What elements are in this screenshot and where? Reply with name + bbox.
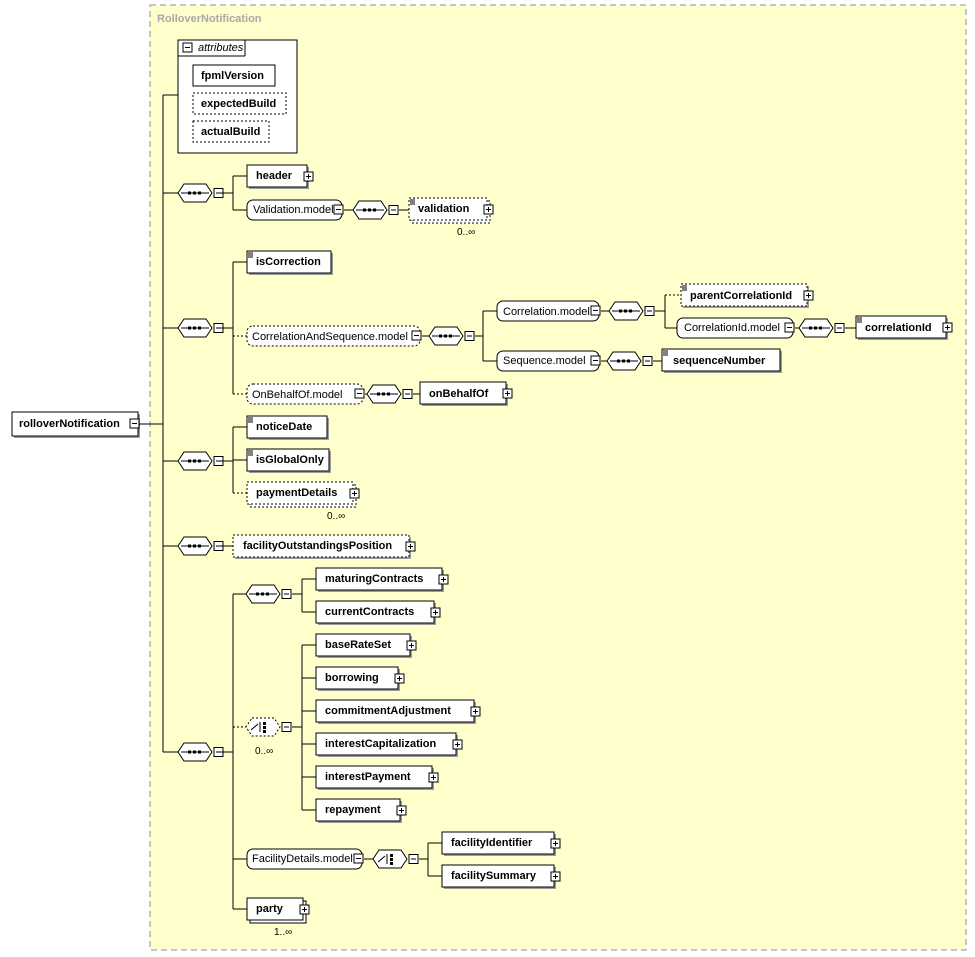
attribute-box bbox=[192, 120, 270, 143]
sequence-dot bbox=[188, 191, 191, 195]
model-group-box bbox=[246, 325, 421, 347]
element-box bbox=[661, 348, 781, 372]
element-onBehalfOf[interactable]: onBehalfOf bbox=[429, 388, 489, 400]
element-interestCapitalization[interactable]: interestCapitalization bbox=[325, 738, 437, 750]
sequence-dot bbox=[198, 750, 201, 754]
sequence-dot bbox=[617, 359, 620, 363]
sequence-dot bbox=[627, 359, 630, 363]
choice-dot bbox=[263, 722, 266, 725]
element-repayment[interactable]: repayment bbox=[325, 804, 381, 816]
sequence-dot bbox=[439, 334, 442, 338]
sequence-dot bbox=[619, 309, 622, 313]
choice-dot bbox=[263, 726, 266, 729]
sequence-dot bbox=[809, 326, 812, 330]
sequence-dot bbox=[387, 392, 390, 396]
sequence-dot bbox=[449, 334, 452, 338]
group-correlation-and-sequence-model[interactable]: CorrelationAndSequence.model bbox=[252, 331, 408, 343]
sequence-dot bbox=[363, 208, 366, 212]
cardinality-choice: 0..∞ bbox=[255, 746, 274, 757]
sequence-dot bbox=[198, 459, 201, 463]
sequence-dot bbox=[629, 309, 632, 313]
group-correlation-model[interactable]: Correlation.model bbox=[503, 306, 590, 318]
sequence-dot bbox=[193, 326, 196, 330]
element-currentContracts[interactable]: currentContracts bbox=[325, 606, 415, 618]
element-baseRateSet[interactable]: baseRateSet bbox=[325, 639, 392, 651]
element-sequenceNumber[interactable]: sequenceNumber bbox=[673, 355, 766, 367]
attribute-box bbox=[192, 92, 287, 115]
sequence-dot bbox=[382, 392, 385, 396]
attribute-box bbox=[192, 64, 276, 87]
sequence-dot bbox=[819, 326, 822, 330]
sequence-dot bbox=[198, 326, 201, 330]
choice-switch bbox=[377, 855, 386, 863]
group-sequence-model[interactable]: Sequence.model bbox=[503, 355, 586, 367]
element-box bbox=[232, 534, 410, 558]
element-commitmentAdjustment[interactable]: commitmentAdjustment bbox=[325, 705, 451, 717]
cardinality-validation: 0..∞ bbox=[457, 227, 476, 238]
element-isCorrection[interactable]: isCorrection bbox=[256, 256, 321, 268]
element-box bbox=[11, 411, 139, 437]
element-box bbox=[246, 415, 328, 439]
sequence-dot bbox=[622, 359, 625, 363]
element-facilityOutstandingsPosition[interactable]: facilityOutstandingsPosition bbox=[243, 540, 393, 552]
element-noticeDate[interactable]: noticeDate bbox=[256, 421, 313, 433]
element-validation[interactable]: validation bbox=[418, 203, 470, 215]
choice-dot bbox=[263, 730, 266, 733]
sequence-dot bbox=[193, 750, 196, 754]
choice-dot bbox=[390, 858, 393, 861]
attribute-expectedBuild[interactable]: expectedBuild bbox=[201, 98, 277, 110]
group-facility-details-model[interactable]: FacilityDetails.model bbox=[252, 853, 353, 865]
sequence-dot bbox=[188, 750, 191, 754]
attribute-fpmlVersion[interactable]: fpmlVersion bbox=[201, 70, 264, 82]
attributes-title: attributes bbox=[198, 42, 244, 54]
cardinality-paymentDetails: 0..∞ bbox=[327, 511, 346, 522]
sequence-dot bbox=[444, 334, 447, 338]
sequence-dot bbox=[814, 326, 817, 330]
element-facilitySummary[interactable]: facilitySummary bbox=[451, 870, 536, 882]
element-header[interactable]: header bbox=[256, 170, 293, 182]
element-correlationId[interactable]: correlationId bbox=[865, 322, 932, 334]
sequence-dot bbox=[261, 592, 264, 596]
element-isGlobalOnly[interactable]: isGlobalOnly bbox=[256, 454, 324, 466]
sequence-dot bbox=[373, 208, 376, 212]
cardinality-party: 1..∞ bbox=[274, 927, 293, 938]
sequence-dot bbox=[193, 191, 196, 195]
element-paymentDetails[interactable]: paymentDetails bbox=[256, 487, 338, 499]
choice-switch bbox=[250, 723, 259, 731]
sequence-dot bbox=[368, 208, 371, 212]
sequence-dot bbox=[188, 326, 191, 330]
sequence-dot bbox=[188, 544, 191, 548]
attribute-actualBuild[interactable]: actualBuild bbox=[201, 126, 261, 138]
sequence-dot bbox=[198, 544, 201, 548]
element-box bbox=[246, 448, 330, 472]
choice-dot bbox=[390, 854, 393, 857]
group-validation-model[interactable]: Validation.model bbox=[253, 204, 334, 216]
sequence-dot bbox=[266, 592, 269, 596]
root-element-rolloverNotification[interactable]: rolloverNotification bbox=[19, 418, 120, 430]
sequence-dot bbox=[193, 544, 196, 548]
element-party[interactable]: party bbox=[256, 903, 283, 915]
element-maturingContracts[interactable]: maturingContracts bbox=[325, 573, 424, 585]
sequence-dot bbox=[624, 309, 627, 313]
element-parentCorrelationId[interactable]: parentCorrelationId bbox=[690, 290, 793, 302]
sequence-dot bbox=[198, 191, 201, 195]
sequence-dot bbox=[188, 459, 191, 463]
complex-type-group bbox=[149, 4, 967, 951]
sequence-dot bbox=[377, 392, 380, 396]
choice-dot bbox=[390, 862, 393, 865]
sequence-dot bbox=[256, 592, 259, 596]
element-box bbox=[246, 250, 332, 274]
group-correlation-id-model[interactable]: CorrelationId.model bbox=[684, 322, 780, 334]
element-interestPayment[interactable]: interestPayment bbox=[325, 771, 411, 783]
sequence-dot bbox=[193, 459, 196, 463]
element-borrowing[interactable]: borrowing bbox=[325, 672, 379, 684]
group-on-behalf-of-model[interactable]: OnBehalfOf.model bbox=[252, 389, 343, 401]
element-facilityIdentifier[interactable]: facilityIdentifier bbox=[451, 837, 533, 849]
group-title: RolloverNotification bbox=[157, 13, 262, 25]
